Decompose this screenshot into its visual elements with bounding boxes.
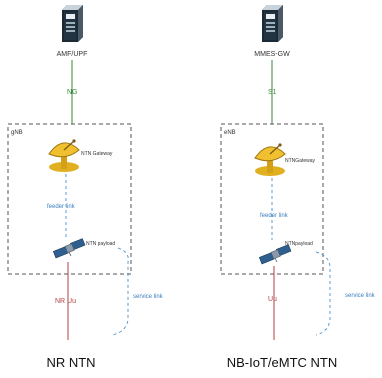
right-uu-label: Uu [268,296,277,303]
right-service-label: service link [345,293,376,299]
right-interface-label: S1 [268,89,277,96]
left-box-label: gNB [11,130,23,136]
left-core-server-icon [62,5,83,42]
left-interface-label: NG [67,89,78,96]
right-gateway-dish-icon [254,142,286,177]
left-service-label: service link [133,294,164,300]
left-payload-label: NTN payload [86,241,115,247]
right-enb-box [220,123,324,275]
right-caption: NB-IoT/eMTC NTN [227,355,338,370]
right-service-link-line [315,251,331,336]
right-box-label: eNB [224,130,236,136]
left-feeder-label: feeder link [47,204,76,210]
left-satellite-icon [52,238,86,259]
right-core-server-icon [262,5,283,42]
right-feeder-label: feeder link [260,213,289,219]
right-satellite-icon [258,244,292,265]
right-gateway-label: NTNGateway [285,158,316,164]
left-core-label: AMF/UPF [57,51,88,58]
right-core-label: MMES-GW [254,51,290,58]
left-service-link-line [111,247,129,336]
left-caption: NR NTN [46,355,95,370]
left-gateway-label: NTN Gateway [81,151,113,157]
right-diagram: MMES-GW S1 eNB NTNGateway feeder link NT… [220,5,376,370]
left-uu-label: NR Uu [55,298,76,305]
left-gateway-dish-icon [48,138,80,173]
left-gnb-box [7,123,132,275]
left-diagram: AMF/UPF NG gNB NTN Gateway feeder link N… [7,5,164,370]
right-payload-label: NTNpayload [285,241,313,247]
